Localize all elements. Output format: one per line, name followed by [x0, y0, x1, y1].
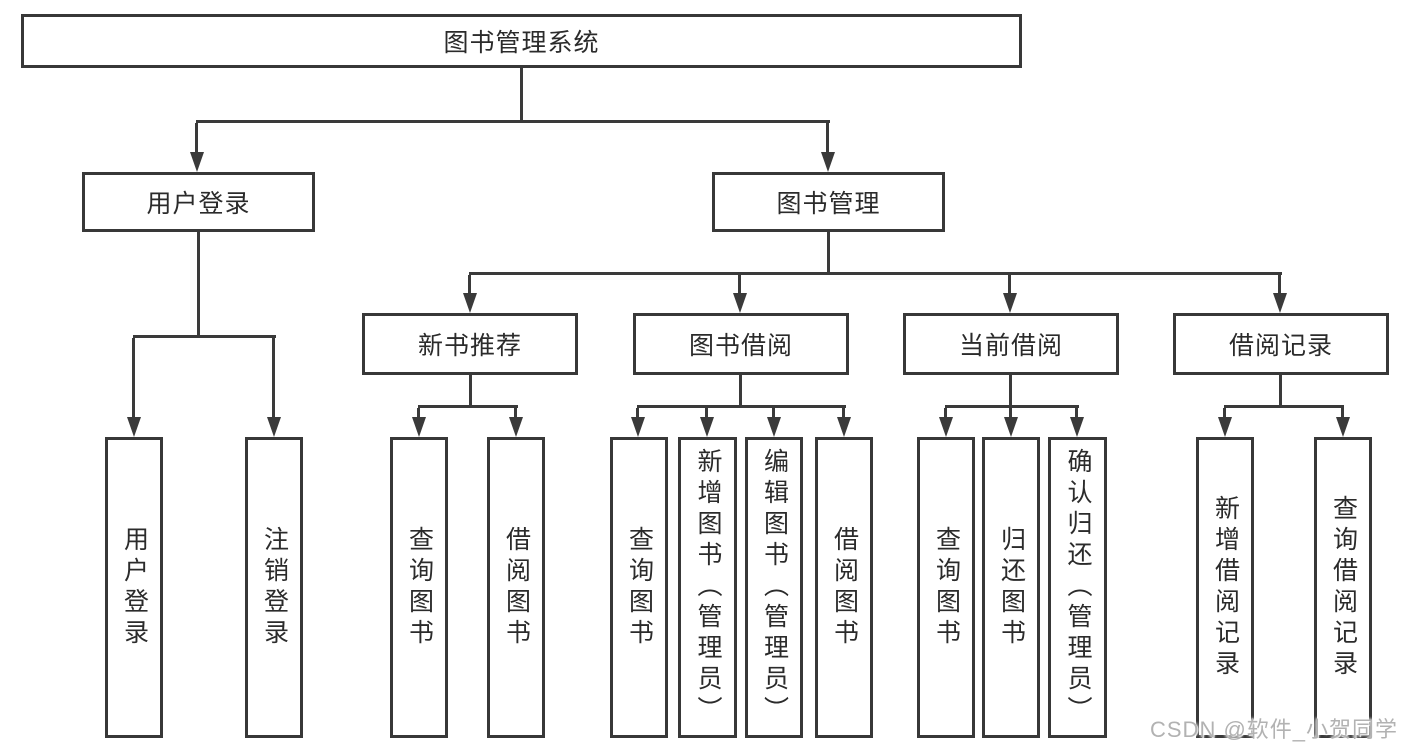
node-book-management: 图书管理	[712, 172, 945, 232]
connector-line	[520, 68, 523, 123]
connector-arrow-down	[509, 408, 523, 437]
leaf-newrec-query-books: 查询图书	[390, 437, 448, 738]
connector-arrow-down	[267, 338, 281, 437]
leaf-add-borrow-record-label: 新增借阅记录	[1211, 494, 1240, 681]
leaf-add-book-admin-label: 新增图书（管理员）	[694, 448, 722, 727]
connector-arrow-down	[700, 408, 714, 437]
leaf-add-borrow-record: 新增借阅记录	[1196, 437, 1254, 738]
leaf-borrowing-borrow-books: 借阅图书	[815, 437, 873, 738]
node-user-login: 用户登录	[82, 172, 315, 232]
leaf-return-books: 归还图书	[982, 437, 1040, 738]
node-borrowing-records: 借阅记录	[1173, 313, 1389, 375]
leaf-confirm-return-admin-label: 确认归还（管理员）	[1064, 448, 1092, 727]
node-library-management-system: 图书管理系统	[21, 14, 1022, 68]
node-book-borrowing: 图书借阅	[633, 313, 849, 375]
leaf-borrowing-borrow-books-label: 借阅图书	[830, 525, 859, 650]
connector-arrow-down	[1273, 275, 1287, 313]
leaf-add-book-admin: 新增图书（管理员）	[678, 437, 737, 738]
leaf-confirm-return-admin: 确认归还（管理员）	[1048, 437, 1107, 738]
connector-line	[637, 405, 846, 408]
connector-line	[827, 232, 830, 275]
connector-arrow-down	[1336, 408, 1350, 437]
connector-arrow-down	[1070, 408, 1084, 437]
leaf-user-login-label: 用户登录	[120, 525, 149, 650]
connector-arrow-down	[463, 275, 477, 313]
connector-arrow-down	[837, 408, 851, 437]
connector-line	[945, 405, 1079, 408]
connector-line	[739, 375, 742, 408]
leaf-logout-label: 注销登录	[260, 525, 289, 650]
connector-arrow-down	[1004, 408, 1018, 437]
connector-line	[418, 405, 518, 408]
leaf-query-borrow-record-label: 查询借阅记录	[1329, 494, 1358, 681]
connector-arrow-down	[1003, 275, 1017, 313]
connector-line	[1224, 405, 1344, 408]
connector-arrow-down	[939, 408, 953, 437]
leaf-borrowing-query-books: 查询图书	[610, 437, 668, 738]
csdn-watermark: CSDN @软件_小贺同学	[1150, 717, 1399, 742]
connector-arrow-down	[127, 338, 141, 437]
leaf-borrowing-query-books-label: 查询图书	[625, 525, 654, 650]
connector-line	[1009, 375, 1012, 408]
connector-arrow-down	[412, 408, 426, 437]
leaf-query-borrow-record: 查询借阅记录	[1314, 437, 1372, 738]
connector-line	[197, 232, 200, 338]
leaf-current-query-books: 查询图书	[917, 437, 975, 738]
connector-line	[469, 375, 472, 408]
leaf-newrec-borrow-books-label: 借阅图书	[502, 525, 531, 650]
connector-arrow-down	[767, 408, 781, 437]
connector-arrow-down	[190, 123, 204, 172]
leaf-user-login: 用户登录	[105, 437, 163, 738]
leaf-logout: 注销登录	[245, 437, 303, 738]
leaf-newrec-query-books-label: 查询图书	[405, 525, 434, 650]
node-current-borrowing: 当前借阅	[903, 313, 1119, 375]
leaf-edit-book-admin: 编辑图书（管理员）	[745, 437, 803, 738]
connector-line	[133, 335, 276, 338]
leaf-newrec-borrow-books: 借阅图书	[487, 437, 545, 738]
node-new-book-recommendation: 新书推荐	[362, 313, 578, 375]
connector-arrow-down	[1218, 408, 1232, 437]
leaf-return-books-label: 归还图书	[997, 525, 1026, 650]
connector-line	[1279, 375, 1282, 408]
connector-line	[196, 120, 830, 123]
leaf-edit-book-admin-label: 编辑图书（管理员）	[760, 448, 789, 727]
leaf-current-query-books-label: 查询图书	[932, 525, 961, 650]
connector-line	[469, 272, 1282, 275]
connector-arrow-down	[733, 275, 747, 313]
connector-arrow-down	[631, 408, 645, 437]
connector-arrow-down	[821, 123, 835, 172]
